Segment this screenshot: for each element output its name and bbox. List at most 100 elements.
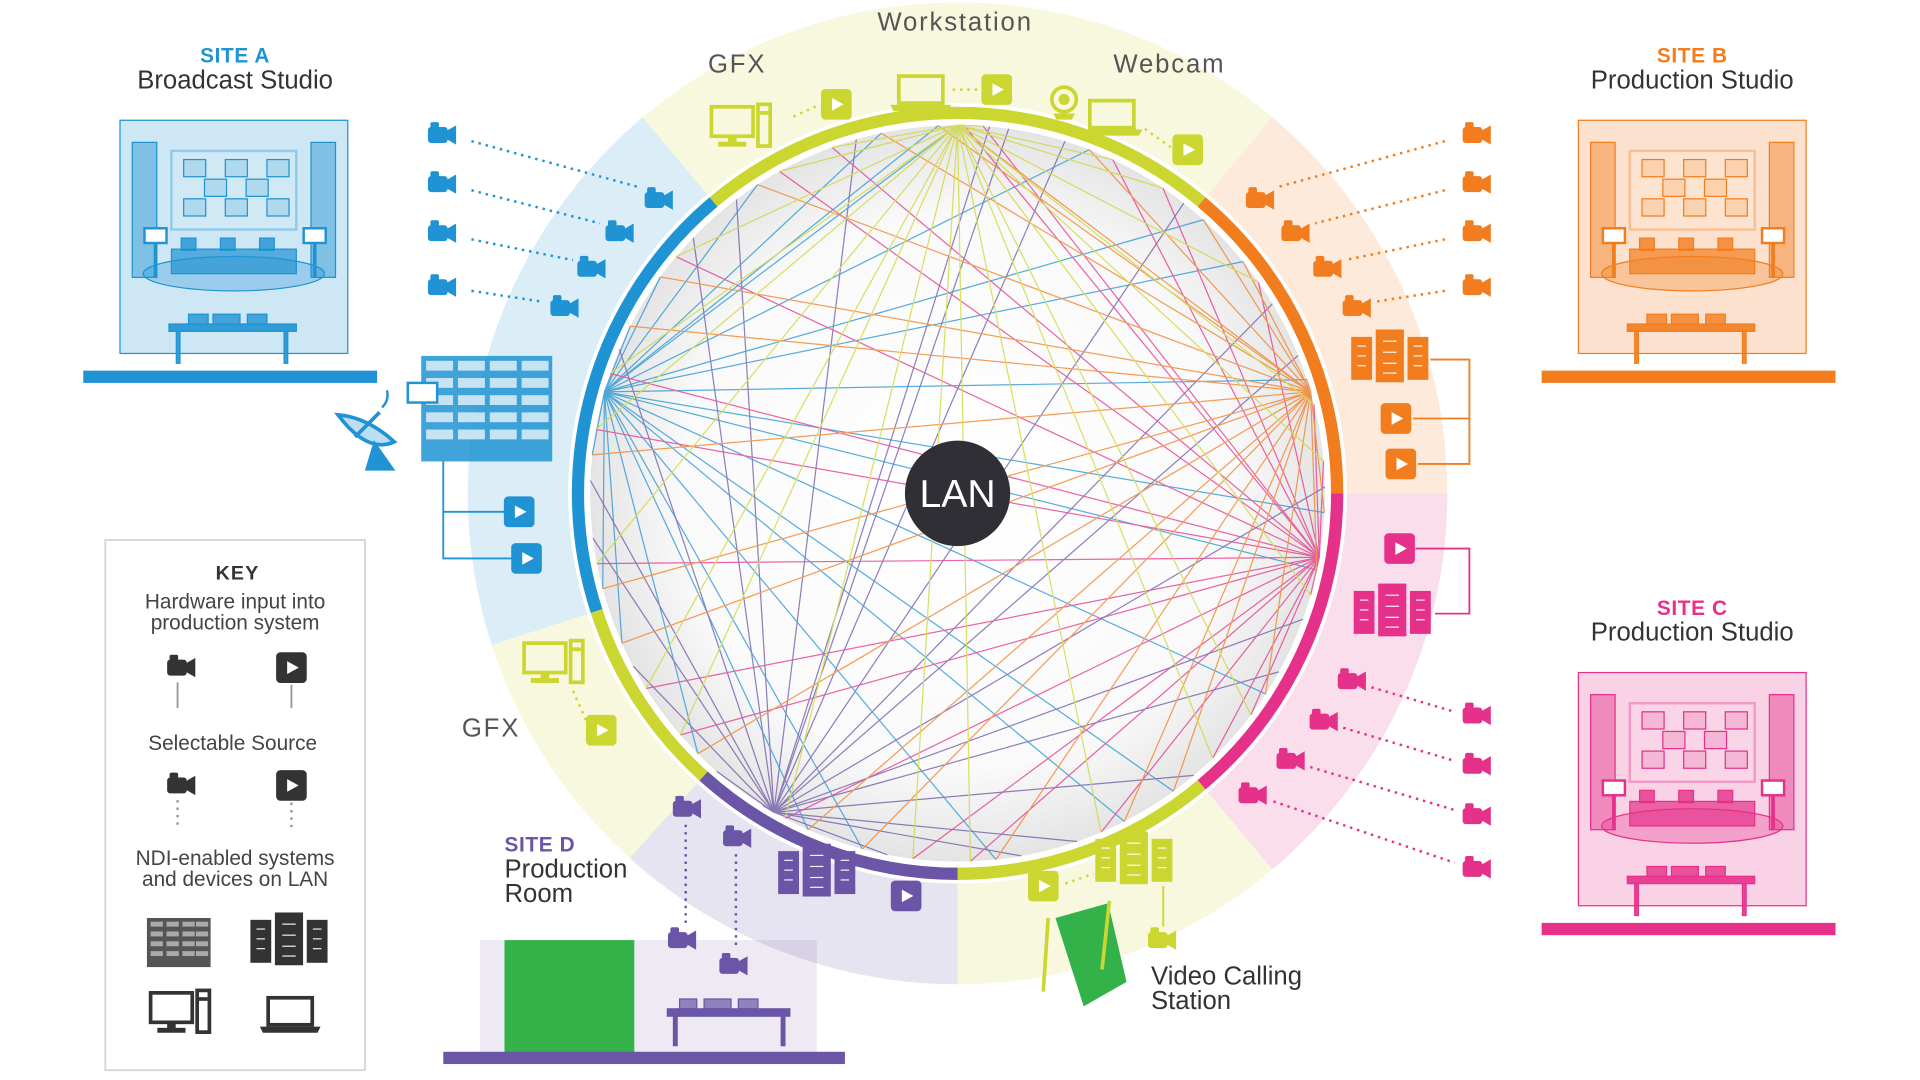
broadcast-studio-illustration	[118, 119, 349, 365]
green-screen-icon	[1055, 903, 1127, 1007]
connection-line	[603, 391, 623, 644]
connection-line	[779, 170, 1320, 558]
connection-line	[862, 391, 1312, 850]
connection-line	[735, 199, 775, 813]
play-icon	[1172, 134, 1204, 166]
site-c: SITE C Production Studio	[1541, 597, 1836, 936]
connection-line	[773, 303, 1273, 813]
production-studio-illustration	[1577, 119, 1808, 365]
connection-line	[592, 391, 1311, 456]
connection-line	[591, 391, 606, 455]
connection-line	[604, 391, 1266, 695]
server-rack-large-icon	[406, 355, 553, 462]
connection-line	[1306, 379, 1312, 393]
camera-icon	[1462, 856, 1491, 879]
connection-line	[675, 256, 1320, 558]
connection-line	[604, 149, 1090, 393]
connection-line	[773, 128, 1010, 813]
site-b: SITE B Production Studio	[1541, 45, 1836, 383]
play-icon	[276, 770, 307, 801]
server-rack-icon	[1353, 583, 1431, 637]
gfx-top-label: GFX	[708, 50, 766, 78]
site-c-name: Production Studio	[1591, 619, 1794, 647]
connection-line	[956, 124, 1214, 759]
site-a-tag: SITE A	[200, 45, 270, 68]
connection-line	[957, 124, 1312, 596]
connection-line	[784, 125, 959, 819]
key-selectable: Selectable Source	[148, 732, 317, 755]
key-title: KEY	[216, 562, 260, 584]
connection-line	[773, 774, 1194, 813]
connection-line	[773, 811, 1022, 857]
connection-line	[956, 125, 1102, 833]
connection-line	[957, 124, 1315, 405]
camera-icon	[427, 171, 457, 194]
site-b-tag: SITE B	[1657, 45, 1728, 68]
key-hardware-line1: Hardware input into	[145, 591, 325, 614]
camera-icon	[427, 122, 457, 145]
site-a: SITE A Broadcast Studio	[83, 45, 378, 383]
connection-line	[957, 124, 1312, 393]
connection-line	[604, 219, 1204, 393]
connection-line	[1088, 149, 1312, 393]
connection-line	[604, 378, 1307, 393]
connection-line	[604, 124, 958, 393]
ring-segment-video-calling-rim	[957, 780, 1206, 880]
server-rack-icon	[250, 912, 328, 966]
connection-line	[609, 124, 958, 374]
camera-icon	[1462, 803, 1491, 826]
connection-line	[660, 276, 1311, 393]
server-rack-icon	[1351, 329, 1429, 383]
connection-line	[697, 391, 1311, 755]
camera-icon	[1462, 220, 1491, 243]
site-d-name-line2: Room	[504, 880, 573, 908]
key-ndi-line1: NDI-enabled systems	[136, 847, 335, 870]
desk-illustration	[666, 998, 791, 1047]
connection-line	[912, 556, 1320, 860]
connection-line	[604, 391, 1125, 822]
play-icon	[1384, 533, 1415, 564]
ring-segment-video-calling	[957, 792, 1273, 985]
connection-line	[603, 325, 631, 393]
connection-line	[773, 486, 1326, 813]
connection-line	[589, 480, 775, 813]
connection-line	[957, 124, 1113, 161]
site-b-name: Production Studio	[1591, 66, 1794, 94]
camera-icon	[667, 927, 697, 950]
connection-line	[1250, 557, 1320, 716]
connection-line	[773, 811, 888, 856]
connection-line	[807, 391, 1312, 831]
connection-line	[596, 124, 959, 565]
connection-line	[618, 349, 775, 813]
play-icon	[503, 496, 535, 528]
connection-line	[995, 391, 1312, 860]
connection-line	[604, 132, 882, 393]
ring-segment-gfx-left-rim	[590, 609, 708, 781]
connection-line	[645, 556, 1320, 690]
connection-line	[1100, 556, 1320, 833]
connection-line	[1123, 391, 1312, 822]
connection-line	[592, 537, 775, 813]
connection-line	[957, 124, 1259, 283]
connection-line	[716, 770, 775, 813]
connection-line	[1318, 461, 1325, 558]
play-icon	[1027, 870, 1059, 902]
green-screen-backdrop	[504, 940, 635, 1053]
connection-line	[831, 124, 958, 148]
connection-line	[632, 665, 775, 813]
connection-line	[675, 124, 958, 258]
connection-line	[1257, 282, 1320, 558]
video-calling-line2: Station	[1151, 987, 1231, 1015]
connection-line	[1112, 159, 1320, 558]
ring-segment-site-c-rim	[1197, 493, 1344, 790]
camera-icon	[1462, 274, 1491, 297]
camera-icon	[1462, 702, 1491, 725]
ring-segment-site-a-rim	[571, 197, 718, 613]
server-rack-large-icon	[146, 918, 211, 968]
connection-line	[603, 391, 997, 860]
satellite-dish-icon	[334, 389, 398, 471]
site-c-tag: SITE C	[1657, 597, 1728, 620]
connection-line	[773, 126, 991, 813]
play-icon	[276, 652, 307, 683]
